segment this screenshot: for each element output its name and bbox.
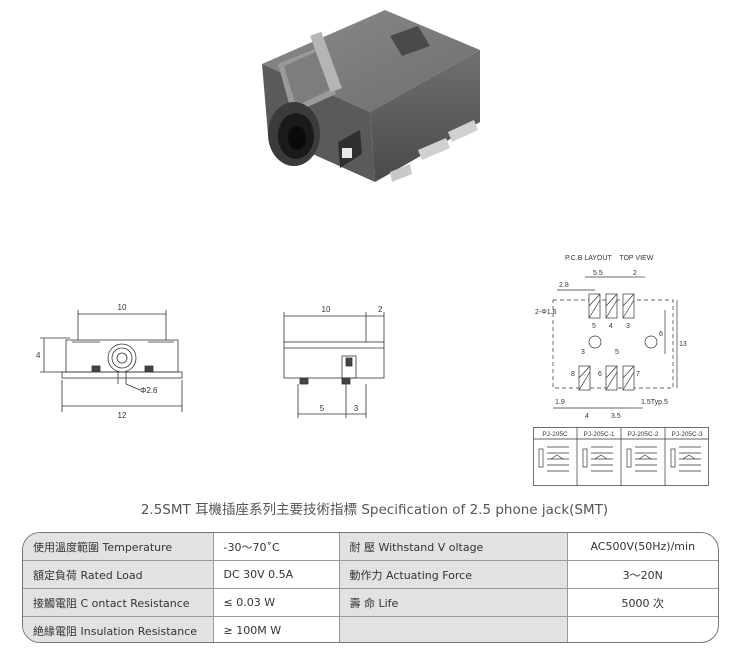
table-row: 接觸電阻 C ontact Resistance ≤ 0.03 W 壽 命 Li…	[23, 588, 718, 617]
side-dim-top: 10	[322, 305, 331, 314]
spec-value: -30～70˚C	[212, 533, 340, 561]
pcb-layout-drawing: P.C.B LAYOUT TOP VIEW 5.5 2 2.8 2-Φ1.6 6…	[535, 255, 687, 420]
side-dim-bottom-b: 3	[354, 404, 359, 413]
spec-label: 接觸電阻 C ontact Resistance	[23, 588, 214, 617]
front-view-drawing: 10 4 Φ2.6 12	[36, 303, 183, 420]
pcb-pin-label: 5	[615, 349, 619, 356]
pcb-pin-label: 5	[592, 323, 596, 330]
pcb-dim-hole: 2-Φ1.6	[535, 309, 557, 316]
pcb-pin-label: 6	[598, 371, 602, 378]
schematic-label: PJ-205C-2	[627, 431, 658, 438]
pcb-dim-typ: 1.5Typ.5	[641, 399, 668, 406]
front-dim-bottom: 12	[118, 411, 127, 420]
table-row: 使用溫度範圍 Temperature -30～70˚C 耐 壓 Withstan…	[23, 533, 718, 561]
pcb-pin-label: 4	[609, 323, 613, 330]
front-dim-top: 10	[118, 303, 127, 312]
pcb-dim-2-8: 2.8	[559, 282, 569, 289]
schematic-diagrams: PJ-205C PJ-205C-1 PJ-205C-2 PJ-205C-3	[533, 427, 709, 486]
table-row: 額定負荷 Rated Load DC 30V 0.5A 動作力 Actuatin…	[23, 560, 718, 589]
spec-value: AC500V(50Hz)/min	[566, 533, 718, 561]
side-dim-bottom-a: 5	[320, 404, 325, 413]
spec-value	[566, 616, 718, 642]
spec-label: 動作力 Actuating Force	[338, 560, 568, 589]
front-dim-dia: Φ2.6	[140, 386, 158, 395]
spec-value: DC 30V 0.5A	[212, 560, 340, 589]
spec-label	[338, 616, 568, 642]
front-dim-left: 4	[36, 351, 41, 360]
pcb-pin-label: 3	[581, 349, 585, 356]
spec-label: 使用溫度範圍 Temperature	[23, 533, 214, 561]
pcb-dim-1-9: 1.9	[555, 399, 565, 406]
spec-value: 5000 次	[566, 588, 718, 617]
spec-label: 耐 壓 Withstand V oltage	[338, 533, 568, 561]
spec-value: 3～20N	[566, 560, 718, 589]
side-dim-top-right: 2	[378, 305, 383, 314]
pcb-pin-label: 7	[636, 371, 640, 378]
table-row: 絶緣電阻 Insulation Resistance ≥ 100M W	[23, 616, 718, 642]
schematic-label: PJ-205C-1	[583, 431, 614, 438]
spec-value: ≤ 0.03 W	[212, 588, 340, 617]
spec-label: 壽 命 Life	[338, 588, 568, 617]
side-view-drawing: 10 2 5 3	[283, 305, 385, 418]
spec-label: 絶緣電阻 Insulation Resistance	[23, 616, 214, 642]
spec-value: ≥ 100M W	[212, 616, 340, 642]
pcb-dim-6: 6	[659, 331, 663, 338]
pcb-pin-label: 3	[626, 323, 630, 330]
spec-label: 額定負荷 Rated Load	[23, 560, 214, 589]
pcb-dim-13: 13	[679, 341, 687, 348]
schematic-label: PJ-205C-3	[671, 431, 702, 438]
pcb-dim-2: 2	[633, 270, 637, 277]
spec-title: 2.5SMT 耳機插座系列主要技術指標 Specification of 2.5…	[140, 502, 609, 518]
pcb-dim-4: 4	[585, 413, 589, 420]
product-photo	[262, 10, 480, 182]
schematic-label: PJ-205C	[542, 431, 568, 438]
pcb-dim-5-5: 5.5	[593, 270, 603, 277]
pcb-pin-label: 8	[571, 371, 575, 378]
pcb-dim-3-5: 3.5	[611, 413, 621, 420]
pcb-header: P.C.B LAYOUT TOP VIEW	[565, 255, 654, 262]
spec-table: 使用溫度範圍 Temperature -30～70˚C 耐 壓 Withstan…	[22, 532, 719, 643]
